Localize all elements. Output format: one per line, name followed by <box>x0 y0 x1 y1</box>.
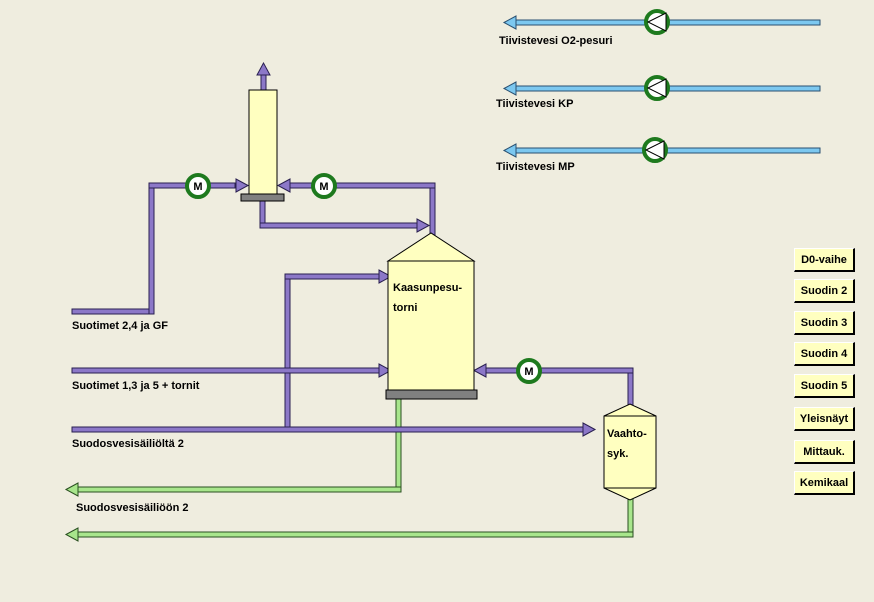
vent-arrow <box>256 61 271 91</box>
foam-label-line2: syk. <box>607 448 629 460</box>
seal-water-label-kp: Tiivistevesi KP <box>496 98 574 110</box>
valve-icon[interactable] <box>642 137 668 163</box>
process-line-column-return <box>259 199 431 233</box>
motor-icon[interactable]: M <box>311 173 337 199</box>
foam-separator[interactable] <box>603 403 657 501</box>
nav-button-yleisnayt[interactable]: Yleisnäyt <box>794 407 855 431</box>
seal-water-label-mp: Tiivistevesi MP <box>496 161 575 173</box>
nav-button-suodin-2[interactable]: Suodin 2 <box>794 279 855 303</box>
scrubber-label-line2: torni <box>393 302 418 314</box>
input-label-suotimet-24: Suotimet 2,4 ja GF <box>72 320 168 332</box>
nav-button-suodin-4[interactable]: Suodin 4 <box>794 342 855 366</box>
process-line-suotimet-24 <box>71 178 250 315</box>
input-label-suodos-from: Suodosvesisäiliöltä 2 <box>72 438 184 450</box>
process-line-upper-inlet <box>284 269 393 431</box>
motor-label: M <box>524 366 533 378</box>
foam-label-line1: Vaahto- <box>607 428 647 440</box>
scrubber-label-line1: Kaasunpesu- <box>393 282 463 294</box>
process-line-suodos-from <box>71 422 597 437</box>
scrubber-label: Kaasunpesu- torni <box>393 278 462 318</box>
motor-icon[interactable]: M <box>185 173 211 199</box>
nav-button-suodin-5[interactable]: Suodin 5 <box>794 374 855 398</box>
motor-label: M <box>319 181 328 193</box>
small-column[interactable] <box>240 89 285 202</box>
gas-scrubber-tower[interactable] <box>385 232 478 400</box>
drain-line-scrubber <box>64 397 402 497</box>
output-label-suodos-to: Suodosvesisäiliöön 2 <box>76 502 189 514</box>
nav-button-mittauk[interactable]: Mittauk. <box>794 440 855 464</box>
motor-icon[interactable]: M <box>516 358 542 384</box>
nav-button-kemikaal[interactable]: Kemikaal <box>794 471 855 495</box>
seal-water-label-o2: Tiivistevesi O2-pesuri <box>499 35 613 47</box>
input-label-suotimet-135: Suotimet 1,3 ja 5 + tornit <box>72 380 200 392</box>
process-line-suotimet-135 <box>71 363 393 378</box>
valve-icon[interactable] <box>644 9 670 35</box>
nav-button-suodin-3[interactable]: Suodin 3 <box>794 311 855 335</box>
foam-separator-label: Vaahto- syk. <box>607 424 647 464</box>
valve-icon[interactable] <box>644 75 670 101</box>
process-line-foam-return <box>472 363 634 406</box>
nav-button-d0-vaihe[interactable]: D0-vaihe <box>794 248 855 272</box>
motor-label: M <box>193 181 202 193</box>
